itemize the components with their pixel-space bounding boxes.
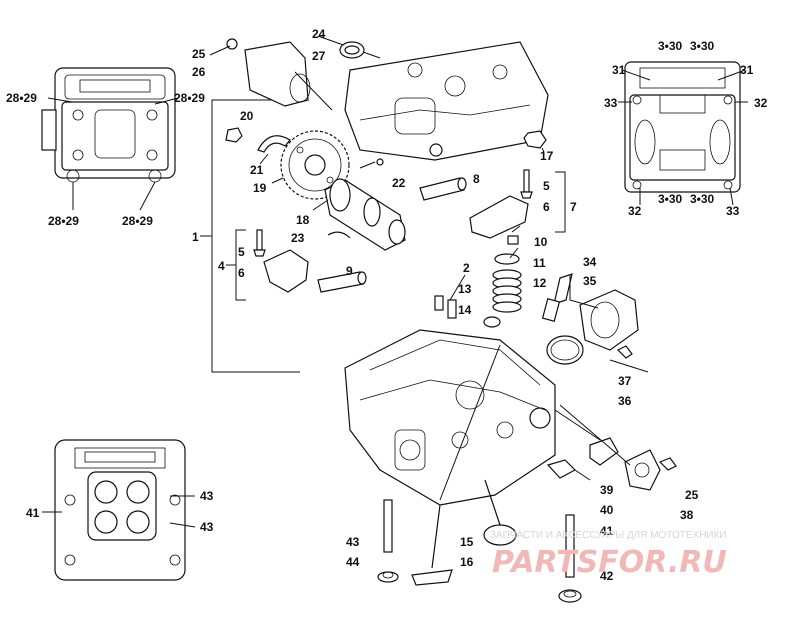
head-bottom-view xyxy=(42,439,196,581)
callout-10: 10 xyxy=(534,235,548,249)
washer-44 xyxy=(377,571,399,583)
callout-33-top: 33 xyxy=(604,96,618,110)
cam-cover-top-view xyxy=(618,61,748,206)
callout-28-29-b: 28•29 xyxy=(174,91,205,105)
head-top-view-left xyxy=(41,67,179,211)
screw-37 xyxy=(609,345,649,373)
pin-22 xyxy=(359,158,384,169)
callout-31-left: 31 xyxy=(612,63,626,77)
callout-25-lower: 25 xyxy=(685,488,699,502)
callout-44: 44 xyxy=(346,555,360,569)
callout-14: 14 xyxy=(458,303,472,317)
bolt-25-lower xyxy=(658,457,677,471)
callout-34: 34 xyxy=(583,255,597,269)
callout-16: 16 xyxy=(460,555,474,569)
spark-plug xyxy=(541,273,573,322)
callout-3-30-b: 3•30 xyxy=(690,39,715,53)
callout-4: 4 xyxy=(218,259,225,273)
callout-32-top: 32 xyxy=(754,96,768,110)
callout-3-30-c: 3•30 xyxy=(658,192,683,206)
intake-boot xyxy=(569,275,639,351)
callout-37: 37 xyxy=(618,374,632,388)
callout-41-left: 41 xyxy=(26,506,40,520)
rocker-arm-left xyxy=(226,229,309,301)
callout-9: 9 xyxy=(346,264,353,278)
callout-23: 23 xyxy=(291,231,305,245)
o-ring xyxy=(546,335,584,365)
bolt-20 xyxy=(225,127,243,143)
callout-35: 35 xyxy=(583,274,597,288)
bolt-17 xyxy=(523,130,547,153)
callout-2: 2 xyxy=(463,261,470,275)
stud-41 xyxy=(565,514,575,578)
callout-19: 19 xyxy=(253,181,267,195)
clip-23 xyxy=(327,231,351,239)
callout-43-right-a: 43 xyxy=(200,489,214,503)
cam-sprocket xyxy=(271,130,350,200)
callout-1: 1 xyxy=(192,230,199,244)
watermark-caption: ЗАПЧАСТИ И АКСЕССУАРЫ ДЛЯ МОТОТЕХНИКИ xyxy=(490,530,727,541)
rocker-shaft-9 xyxy=(317,271,367,293)
callout-25-top: 25 xyxy=(192,47,206,61)
valve xyxy=(411,504,453,586)
callout-17: 17 xyxy=(540,149,554,163)
temp-sensor xyxy=(546,459,591,481)
callout-6-right: 6 xyxy=(543,200,550,214)
callout-24: 24 xyxy=(312,27,326,41)
callout-38: 38 xyxy=(680,508,694,522)
cylinder-head xyxy=(344,274,556,506)
callout-15: 15 xyxy=(460,535,474,549)
assembly-bracket-1 xyxy=(200,99,300,373)
callout-11: 11 xyxy=(533,256,546,270)
callout-8: 8 xyxy=(473,172,480,186)
cam-housing xyxy=(317,35,549,161)
callout-43-right-b: 43 xyxy=(200,520,214,534)
callout-20: 20 xyxy=(240,109,254,123)
valve-spring-assembly xyxy=(483,247,522,328)
watermark-brand: PARTSFOR.RU xyxy=(492,545,727,580)
callout-12: 12 xyxy=(533,276,547,290)
washer-42 xyxy=(558,589,582,603)
callout-labels: 25 26 24 27 28•29 28•29 28•29 28•29 1 20… xyxy=(6,27,768,583)
stud-43 xyxy=(383,499,393,553)
callout-43-lower: 43 xyxy=(346,535,360,549)
callout-36: 36 xyxy=(618,394,632,408)
callout-39: 39 xyxy=(600,483,614,497)
watermark: ЗАПЧАСТИ И АКСЕССУАРЫ ДЛЯ МОТОТЕХНИКИ PA… xyxy=(490,530,727,580)
callout-41-lower: 41 xyxy=(600,524,614,538)
callout-5-left: 5 xyxy=(238,245,245,259)
callout-28-29-a: 28•29 xyxy=(6,91,37,105)
callout-22: 22 xyxy=(392,176,406,190)
callout-6-left: 6 xyxy=(238,266,245,280)
callout-28-29-c: 28•29 xyxy=(48,214,79,228)
thermostat-housing xyxy=(559,404,661,491)
callout-40: 40 xyxy=(600,503,614,517)
callout-33-bottom: 33 xyxy=(726,204,740,218)
callout-21: 21 xyxy=(250,163,264,177)
rocker-arm-right xyxy=(469,169,566,245)
sensor-39 xyxy=(554,409,619,466)
callout-5-right: 5 xyxy=(543,179,550,193)
callout-13: 13 xyxy=(458,282,472,296)
tensioner-assembly xyxy=(209,38,365,111)
valve-seat xyxy=(483,479,517,546)
callout-31-right: 31 xyxy=(740,63,754,77)
callout-3-30-d: 3•30 xyxy=(690,192,715,206)
callout-7: 7 xyxy=(570,200,577,214)
callout-32-bottom: 32 xyxy=(628,204,642,218)
camshaft xyxy=(312,178,406,251)
callout-42: 42 xyxy=(600,569,614,583)
callout-27: 27 xyxy=(312,49,326,63)
callout-3-30-a: 3•30 xyxy=(658,39,683,53)
rocker-shaft-8 xyxy=(419,177,467,201)
callout-26: 26 xyxy=(192,65,206,79)
callout-18: 18 xyxy=(296,213,310,227)
lock-plate xyxy=(257,135,291,165)
callout-28-29-d: 28•29 xyxy=(122,214,153,228)
